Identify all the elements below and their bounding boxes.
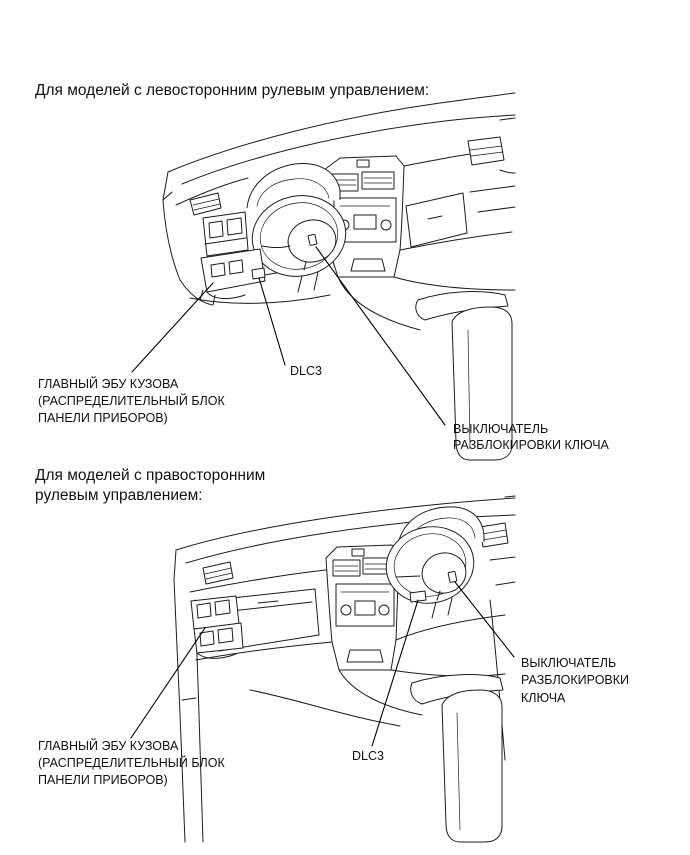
rhd-body-ecu-junction-block — [190, 595, 244, 659]
lhd-junction-block-upper — [202, 211, 249, 257]
lhd-hazard-switch — [356, 159, 370, 168]
lhd-center-air-vent-slats — [331, 177, 393, 186]
lhd-left-air-vent — [189, 192, 222, 216]
rhd-hazard-switch — [351, 548, 365, 557]
lhd-steering-wheel-rim-inner — [259, 202, 339, 270]
lhd-dlc3-leader-line — [258, 277, 286, 366]
rhd-key-unlock-switch — [447, 570, 458, 583]
lhd-body-ecu-label-line-3: ПАНЕЛИ ПРИБОРОВ) — [38, 411, 168, 425]
rhd-windshield-base-line — [175, 497, 516, 551]
rhd-left-air-vent — [202, 561, 234, 585]
rhd-steering-wheel-spokes — [395, 575, 441, 601]
lhd-dlc3-label: DLC3 — [290, 364, 322, 378]
lhd-driver-door-edge — [162, 191, 213, 306]
rhd-dlc3-connector — [409, 590, 427, 603]
lhd-body-ecu-label-line-2: (РАСПРЕДЕЛИТЕЛЬНЫЙ БЛОК — [38, 393, 225, 408]
rhd-dash-face-left — [189, 569, 327, 593]
lhd-center-console — [337, 276, 516, 331]
lhd-right-air-vent-slats — [469, 145, 504, 157]
rhd-key-unlock-switch-label-line-2: РАЗБЛОКИРОВКИ — [521, 673, 629, 687]
lhd-dashboard-illustration — [162, 92, 516, 461]
rhd-lower-console — [331, 639, 397, 671]
rhd-seat-seam — [456, 712, 461, 831]
lhd-key-unlock-switch-label-line-1: ВЫКЛЮЧАТЕЛЬ — [453, 422, 548, 436]
rhd-dash-lower-edge-right — [395, 614, 506, 641]
lhd-dlc3-connector — [251, 267, 266, 280]
rhd-dash-lower-edge-left — [195, 641, 333, 661]
rhd-body-ecu-label-line-2: (РАСПРЕДЕЛИТЕЛЬНЫЙ БЛОК — [38, 755, 225, 770]
rhd-steering-wheel-rim-inner — [393, 533, 467, 597]
lhd-right-air-vent — [467, 136, 505, 166]
rhd-audio-display — [354, 600, 376, 616]
rhd-steering-column — [431, 597, 453, 619]
rhd-a-pillar — [173, 549, 177, 581]
rhd-section-heading-line-1: Для моделей с правосторонним — [35, 467, 265, 484]
lhd-passenger-door — [469, 117, 516, 213]
rhd-dlc3-label: DLC3 — [352, 749, 384, 763]
rhd-right-door — [489, 495, 516, 761]
rhd-body-ecu-leader-line — [130, 627, 206, 739]
lhd-junction-block-lower — [200, 248, 266, 293]
lhd-passenger-seat-seam — [467, 329, 471, 449]
lhd-body-ecu-leader-line — [131, 282, 214, 373]
lhd-body-ecu-label-line-1: ГЛАВНЫЙ ЭБУ КУЗОВА — [38, 376, 179, 391]
lhd-a-pillar — [162, 171, 181, 281]
lhd-dash-face-left — [175, 177, 249, 206]
lhd-audio-display — [353, 214, 377, 230]
rhd-dashboard-illustration — [173, 495, 516, 843]
lhd-shift-lever-bezel — [350, 258, 386, 272]
rhd-body-ecu-label-line-1: ГЛАВНЫЙ ЭБУ КУЗОВА — [38, 738, 179, 753]
lhd-key-unlock-switch — [307, 233, 318, 246]
rhd-key-unlock-switch-label-line-3: КЛЮЧА — [521, 691, 566, 705]
lhd-junction-block-connector — [204, 217, 247, 245]
lhd-key-unlock-switch-label-line-2: РАЗБЛОКИРОВКИ КЛЮЧА — [453, 438, 610, 452]
lhd-lower-console — [329, 249, 401, 278]
lhd-glove-box — [405, 192, 468, 248]
lhd-left-air-vent-slats — [192, 198, 221, 211]
rhd-audio-knob-left — [340, 604, 352, 616]
rhd-left-air-vent-slats — [204, 567, 233, 580]
rhd-shift-lever-bezel — [346, 649, 384, 663]
lhd-center-air-vent-right — [361, 171, 395, 190]
rhd-audio-knob-right — [378, 604, 390, 616]
rhd-right-air-vent-slats — [481, 529, 508, 541]
lhd-floor-line — [189, 294, 331, 304]
rhd-junction-block-connector — [199, 627, 234, 647]
rhd-dlc3-leader-line — [371, 599, 419, 747]
rhd-body-ecu-label-line-3: ПАНЕЛИ ПРИБОРОВ) — [38, 773, 168, 787]
lhd-audio-knob-right — [380, 219, 392, 231]
rhd-junction-block-bracket — [196, 652, 237, 659]
rhd-center-air-vent-slats — [334, 563, 391, 572]
lhd-passenger-seat — [451, 306, 513, 461]
lhd-body-ecu-junction-block — [199, 211, 266, 306]
lhd-dash-lower-edge-right — [399, 231, 513, 251]
lhd-instrument-cluster — [256, 178, 330, 207]
lhd-section-heading: Для моделей с левосторонним рулевым упра… — [35, 82, 429, 99]
rhd-key-unlock-switch-label-line-1: ВЫКЛЮЧАТЕЛЬ — [521, 656, 616, 670]
lhd-steering-wheel-spokes — [261, 245, 307, 271]
rhd-key-unlock-switch-leader-line — [454, 581, 515, 658]
rhd-steering-wheel-hub — [421, 552, 467, 594]
rhd-floor-line — [249, 689, 401, 727]
lhd-junction-block-connector — [210, 259, 244, 278]
rhd-section-heading-line-2: рулевым управлением: — [35, 487, 203, 504]
lhd-windshield-base-line — [167, 92, 516, 173]
lhd-steering-column — [297, 271, 319, 293]
lhd-dash-top-surface-line — [181, 114, 516, 185]
rhd-seat — [441, 689, 503, 843]
rhd-junction-block-connector — [196, 599, 231, 619]
rhd-center-air-vent-left — [332, 559, 361, 577]
lhd-instrument-cluster-hood — [246, 163, 341, 209]
lhd-key-unlock-switch-leader-line — [315, 246, 446, 426]
lhd-glove-box-latch — [427, 215, 443, 220]
